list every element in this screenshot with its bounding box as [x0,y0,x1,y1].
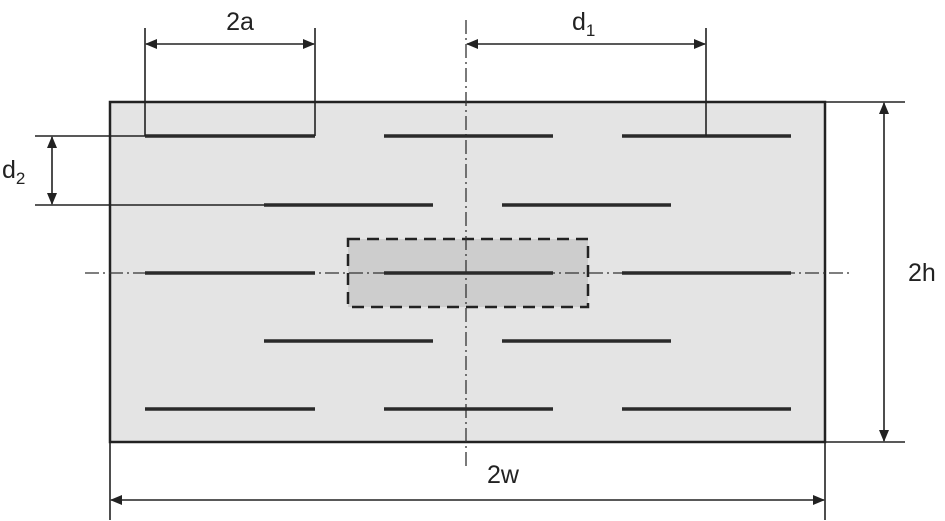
label-2w: 2w [487,461,520,489]
dimension-d1: d1 [466,8,707,136]
dimension-2h: 2h [825,101,936,443]
dimension-2a: 2a [144,8,316,136]
label-d2: d2 [2,156,25,188]
dimension-2w: 2w [109,442,826,520]
label-d1: d1 [572,8,595,40]
label-2a: 2a [226,8,254,36]
dimension-d2: d2 [2,135,264,206]
label-2h: 2h [908,259,936,287]
